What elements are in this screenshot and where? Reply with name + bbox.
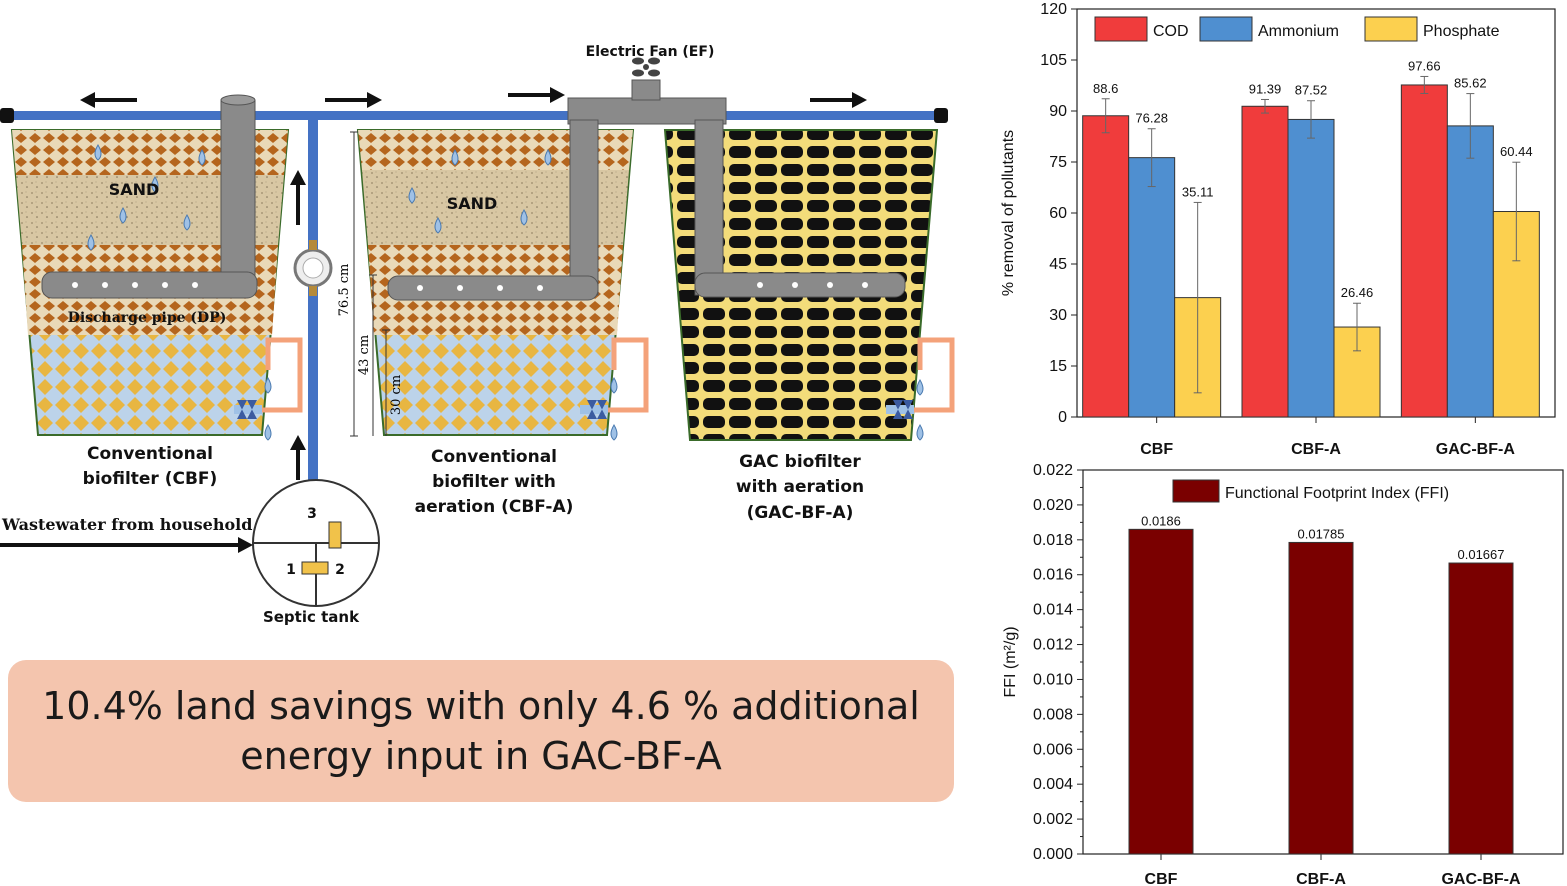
legend-label: COD [1153,23,1189,40]
discharge-pipe-label: Discharge pipe (DP) [68,310,227,326]
y-tick-label: 90 [1049,103,1067,120]
data-label: 91.39 [1249,81,1282,96]
biofilter-diagram: 76.5 cm 43 cm 30 cm Electric Fan (EF) SA… [0,44,955,626]
bar-ffi [1448,562,1514,855]
y-axis-title: FFI (m²/g) [1002,626,1019,697]
data-label: 26.46 [1341,285,1374,300]
data-label: 88.6 [1093,81,1118,96]
distribution-pipe [6,111,942,120]
data-label: 0.01667 [1458,547,1505,562]
y-tick-label: 75 [1049,154,1067,171]
y-tick-label: 0.008 [1033,706,1073,723]
cbf-label-1: Conventional [87,444,213,464]
legend-label: Phosphate [1423,23,1500,40]
legend-label: Ammonium [1258,23,1339,40]
bar-cod [1082,115,1130,418]
bar-cod [1400,84,1448,418]
feed-pipe [308,115,318,490]
septic-tank [252,479,380,607]
outlet-valves [234,337,955,419]
gac-label-2: with aeration [736,477,864,497]
x-tick-label: GAC-BF-A [1436,441,1516,458]
dimension-lines [350,131,390,437]
dim-total-label: 76.5 cm [337,264,352,317]
vent-pipes [41,79,906,301]
y-tick-label: 15 [1049,358,1067,375]
data-label: 0.0186 [1141,513,1181,528]
sand-label-cbf-a: SAND [447,194,498,213]
summary-banner: 10.4% land savings with only 4.6 % addit… [8,660,954,802]
chamber-3-label: 3 [307,506,317,522]
fan-icon [632,57,660,77]
data-label: 76.28 [1135,111,1168,126]
x-tick-label: GAC-BF-A [1441,871,1521,886]
legend-swatch [1364,16,1418,42]
electric-fan-label: Electric Fan (EF) [586,44,715,60]
flow-arrows [80,87,867,480]
y-tick-label: 105 [1040,52,1067,69]
bar-ffi [1288,541,1354,855]
y-tick-label: 60 [1049,205,1067,222]
x-tick-label: CBF-A [1291,441,1341,458]
sand-label-cbf: SAND [109,180,160,199]
ffi-chart: 0.000 0.002 0.004 0.006 0.008 0.010 0.012 0.014… [1002,462,1564,886]
cbfa-label-2: biofilter with [432,472,556,492]
y-tick-label: 45 [1049,256,1067,273]
cbfa-label-3: aeration (CBF-A) [415,497,574,517]
y-tick-label: 120 [1040,1,1067,18]
y-tick-label: 0.020 [1033,497,1073,514]
bar-ammonium [1446,125,1494,418]
data-label: 0.01785 [1298,526,1345,541]
x-tick-label: CBF [1145,871,1178,886]
cbf-label-2: biofilter (CBF) [83,469,218,489]
bar-ffi [1128,528,1194,855]
y-tick-label: 0.018 [1033,532,1073,549]
y-tick-label: 0.004 [1033,776,1073,793]
chamber-2-label: 2 [335,562,345,578]
summary-text: 10.4% land savings with only 4.6 % addit… [21,681,941,781]
bar-cod [1241,105,1289,418]
y-tick-label: 0.000 [1033,846,1073,863]
gac-label-3: (GAC-BF-A) [747,503,854,523]
data-label: 97.66 [1408,58,1441,73]
inflow-arrow [0,537,253,553]
legend-swatch [1094,16,1148,42]
septic-tank-label: Septic tank [263,608,360,626]
water-droplets [87,144,924,441]
dim-low-label: 30 cm [389,375,404,415]
data-label: 60.44 [1500,144,1533,159]
legend-swatch [1172,479,1220,503]
data-label: 35.11 [1182,184,1214,199]
y-tick-label: 0 [1058,409,1067,426]
y-tick-label: 0.002 [1033,811,1073,828]
x-tick-label: CBF [1140,441,1173,458]
y-tick-label: 0.010 [1033,671,1073,688]
water-meter-icon [293,240,333,296]
cbfa-label-1: Conventional [431,447,557,467]
bar-ammonium [1287,118,1335,418]
summary-line-1: 10.4% land savings with only 4.6 % addit… [42,684,920,728]
y-tick-label: 0.012 [1033,637,1073,654]
legend-swatch [1199,16,1253,42]
chamber-1-label: 1 [286,562,296,578]
bar-ammonium [1128,157,1176,418]
y-tick-label: 0.006 [1033,741,1073,758]
y-tick-label: 0.016 [1033,567,1073,584]
dim-mid-label: 43 cm [357,335,372,375]
data-label: 85.62 [1454,76,1487,91]
y-tick-label: 0.022 [1033,462,1073,479]
gac-label-1: GAC biofilter [739,452,861,472]
y-tick-label: 0.014 [1033,602,1073,619]
legend-label: Functional Footprint Index (FFI) [1225,485,1449,502]
data-label: 87.52 [1295,83,1328,98]
x-tick-label: CBF-A [1296,871,1346,886]
summary-line-2: energy input in GAC-BF-A [240,734,722,778]
y-axis-title: % removal of pollutants [1000,130,1017,296]
wastewater-label: Wastewater from household [1,515,252,534]
y-tick-label: 30 [1049,307,1067,324]
